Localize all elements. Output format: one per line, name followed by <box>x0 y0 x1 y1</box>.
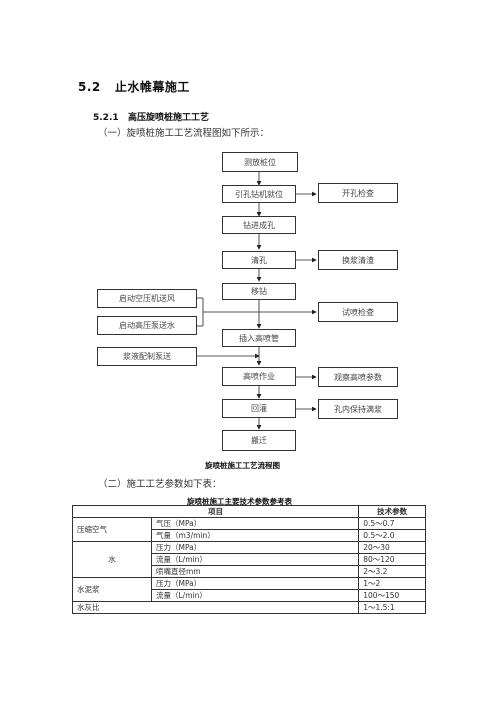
row-label: 气量（m3/min） <box>150 529 360 542</box>
flow-check-2: 换浆清渣 <box>318 250 398 270</box>
row-label: 气压（MPa） <box>150 517 360 530</box>
row-label: 流量（L/min） <box>150 553 360 566</box>
row-value: 2～3.2 <box>358 565 426 578</box>
flow-check-3: 试喷检查 <box>318 302 398 322</box>
row-label: 压力（MPa） <box>150 541 360 554</box>
subsection-number: 5.2.1 <box>93 113 119 123</box>
flow-input-3: 浆液配制泵送 <box>97 347 197 366</box>
table-row: 压缩空气 气压（MPa） 0.5～0.7 <box>72 517 426 542</box>
flow-check-5: 孔内保持满浆 <box>318 399 398 419</box>
group-cement: 水泥浆 <box>72 577 152 602</box>
flow-step-2: 引孔钻机就位 <box>222 185 296 203</box>
header-params: 技术参数 <box>358 505 426 518</box>
flow-step-7: 高喷作业 <box>222 367 296 386</box>
table-row: 水 压力（MPa） 20～30 <box>72 541 426 578</box>
table-row: 喷嘴直径mm 2～3.2 <box>73 565 426 578</box>
row-value: 0.5～0.7 <box>358 517 426 530</box>
header-item: 项目 <box>71 505 360 518</box>
row-value: 1～2 <box>358 577 426 590</box>
flow-check-4: 观察高喷参数 <box>318 367 398 387</box>
flow-step-3: 钻进成孔 <box>222 216 296 234</box>
row-value: 1～1.5:1 <box>358 601 426 614</box>
row-value: 20～30 <box>358 541 426 554</box>
parameter-table: 项目 技术参数 压缩空气 气压（MPa） 0.5～0.7 气量（m3/min） … <box>71 505 426 614</box>
flow-step-1: 测放桩位 <box>222 152 298 172</box>
group-water: 水 <box>72 541 152 578</box>
flow-step-9: 搬迁 <box>222 430 296 451</box>
flow-step-5: 移钻 <box>222 283 296 300</box>
flow-step-8: 回灌 <box>222 399 296 418</box>
flow-step-6: 插入高喷管 <box>222 329 296 347</box>
row-value: 80～120 <box>358 553 426 566</box>
paragraph-table-intro: （二）施工工艺参数如下表： <box>98 479 222 490</box>
row-label: 水灰比 <box>71 601 360 614</box>
subsection-title: 高压旋喷桩施工工艺 <box>128 113 210 123</box>
flow-input-1: 启动空压机送风 <box>97 289 197 308</box>
row-label: 压力（MPa） <box>150 577 360 590</box>
flow-step-4: 清孔 <box>222 251 296 269</box>
section-heading: 5.2 止水帷幕施工 <box>78 78 190 95</box>
paragraph-flowchart-intro: （一）旋喷桩施工工艺流程图如下所示： <box>98 128 270 139</box>
table-caption: 旋喷桩施工主要技术参数参考表 <box>187 497 292 506</box>
table-row: 水泥浆 压力（MPa） 1～2 <box>72 577 426 602</box>
table-row: 气量（m3/min） 0.5～2.0 <box>73 529 426 542</box>
flow-check-1: 开孔检查 <box>318 183 398 203</box>
table-header-row: 项目 技术参数 <box>71 505 426 518</box>
section-number: 5.2 <box>78 80 101 94</box>
subsection-heading: 5.2.1 高压旋喷桩施工工艺 <box>93 110 209 123</box>
table-row: 水灰比 1～1.5:1 <box>71 601 426 614</box>
flowchart-connectors <box>197 172 317 430</box>
row-label: 流量（L/min） <box>150 589 360 602</box>
flowchart-caption: 旋喷桩施工工艺流程图 <box>205 461 280 470</box>
flow-input-2: 启动高压泵送水 <box>97 316 197 335</box>
row-value: 0.5～2.0 <box>358 529 426 542</box>
group-air: 压缩空气 <box>72 517 152 542</box>
row-label: 喷嘴直径mm <box>150 565 360 578</box>
row-value: 100～150 <box>358 589 426 602</box>
section-title: 止水帷幕施工 <box>114 80 190 94</box>
